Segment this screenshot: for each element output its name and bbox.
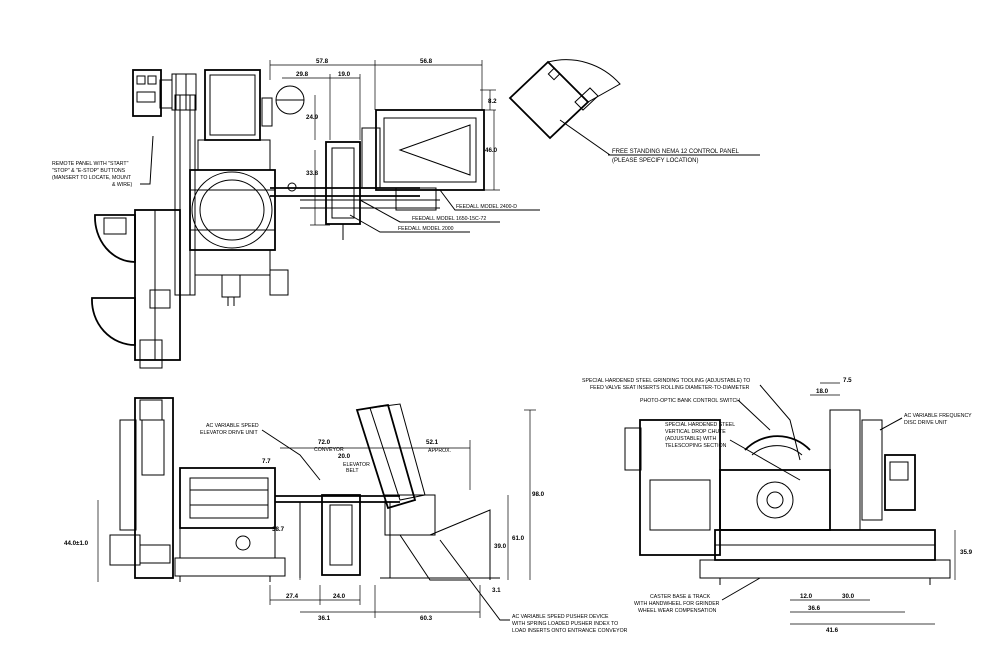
dim-38-7: 38.7 [272, 526, 285, 533]
remote-panel-label-1: REMOTE PANEL WITH "START" [52, 161, 129, 167]
dim-44: 44.0±1.0 [64, 540, 89, 547]
feedall-1650 [325, 127, 381, 240]
dim-24-9: 24.9 [306, 114, 319, 121]
freq-drive-label-1: AC VARIABLE FREQUENCY [904, 413, 972, 419]
end-machine [624, 409, 951, 585]
dim-56-8: 56.8 [420, 58, 433, 65]
dim-24-0: 24.0 [333, 593, 346, 600]
dim-52-1: 52.1 [426, 439, 439, 446]
ac-drive-label-1: AC VARIABLE SPEED [206, 423, 259, 429]
feedall-2400-label: FEEDALL MODEL 2400-D [456, 204, 517, 210]
conveyor-label: CONVEYOR [314, 447, 344, 453]
dim-29-8: 29.8 [296, 71, 309, 78]
elevator-belt-label-2: BELT [346, 468, 359, 474]
elevator-belt-label-1: ELEVATOR [343, 462, 370, 468]
feedall-1650-label: FEEDALL MODEL 1650-15C-72 [412, 216, 486, 222]
control-panel-label-2: (PLEASE SPECIFY LOCATION) [612, 158, 698, 164]
left-bowls [91, 209, 181, 369]
plan-conveyor [270, 182, 440, 209]
dim-46-0: 46.0 [485, 147, 498, 154]
remote-panel-label-4: & WIRE) [112, 182, 132, 188]
ac-drive-label-2: ELEVATOR DRIVE UNIT [200, 430, 258, 436]
side-labels: AC VARIABLE SPEED ELEVATOR DRIVE UNIT CO… [200, 423, 628, 634]
dim-98-0: 98.0 [532, 491, 545, 498]
dim-20-0: 20.0 [338, 453, 351, 460]
tooling-label-2: FEED VALVE SEAT INSERTS ROLLING DIAMETER… [590, 385, 750, 391]
plan-labels: REMOTE PANEL WITH "START" "STOP" & "E-ST… [52, 135, 760, 233]
chute-label-1: SPECIAL HARDENED STEEL [665, 422, 735, 428]
dim-57-8: 57.8 [316, 58, 329, 65]
control-panel-label-1: FREE STANDING NEMA 12 CONTROL PANEL [612, 149, 740, 155]
dim-33-8: 33.8 [306, 170, 319, 177]
approx-label: APPROX. [428, 448, 451, 454]
pusher-label-2: WITH SPRING LOADED PUSHER INDEX TO [512, 621, 618, 627]
caster-label-1: CASTER BASE & TRACK [650, 594, 711, 600]
dim-18-0: 18.0 [816, 388, 829, 395]
dim-39-0: 39.0 [494, 543, 507, 550]
dim-27-4: 27.4 [286, 593, 299, 600]
dim-7-5: 7.5 [843, 377, 852, 384]
remote-panel-label-2: "STOP" & "E-STOP" BUTTONS [52, 168, 126, 174]
plan-view: 57.8 56.8 29.8 19.0 8.2 46.0 24.9 33.8 R [52, 58, 760, 369]
dim-36-1: 36.1 [318, 615, 331, 622]
chute-label-3: (ADJUSTABLE) WITH [665, 436, 716, 442]
dim-72-0: 72.0 [318, 439, 331, 446]
chute-label-4: TELESCOPING SECTION [665, 443, 727, 449]
remote-panel-label-3: (MANSERT TO LOCATE, MOUNT [52, 175, 132, 181]
remote-panel-unit [132, 69, 197, 117]
feedall-2000-label: FEEDALL MODEL 2000 [398, 226, 454, 232]
dim-35-9: 35.9 [960, 549, 973, 556]
pusher-label-3: LOAD INSERTS ONTO ENTRANCE CONVEYOR [512, 628, 628, 634]
dim-3-1: 3.1 [492, 587, 501, 594]
end-dimensions: 7.5 18.0 35.9 12.0 30.0 36.6 41.6 [790, 377, 973, 634]
dim-12-0: 12.0 [800, 593, 813, 600]
switch-label: PHOTO-OPTIC BANK CONTROL SWITCH [640, 398, 740, 404]
plan-dimensions: 57.8 56.8 29.8 19.0 8.2 46.0 24.9 33.8 [269, 58, 500, 226]
caster-label-3: WHEEL WEAR COMPENSATION [638, 608, 717, 614]
dim-41-6: 41.6 [826, 627, 839, 634]
dim-61-0: 61.0 [512, 535, 525, 542]
feedall-2400 [375, 109, 485, 211]
tooling-label-1: SPECIAL HARDENED STEEL GRINDING TOOLING … [582, 378, 750, 384]
side-elevator [355, 403, 500, 581]
control-panel [508, 59, 621, 156]
dim-60-3: 60.3 [420, 615, 433, 622]
pusher-label-1: AC VARIABLE SPEED PUSHER DEVICE [512, 614, 609, 620]
dim-19-0: 19.0 [338, 71, 351, 78]
end-view: 7.5 18.0 35.9 12.0 30.0 36.6 41.6 SPECIA… [582, 377, 973, 634]
dim-36-6: 36.6 [808, 605, 821, 612]
side-dimensions: 72.0 20.0 7.7 52.1 98.0 61.0 39.0 38.7 4… [64, 409, 545, 622]
side-conveyor [275, 494, 400, 578]
freq-drive-label-2: DISC DRIVE UNIT [904, 420, 948, 426]
end-labels: SPECIAL HARDENED STEEL GRINDING TOOLING … [582, 378, 972, 614]
caster-label-2: WITH HANDWHEEL FOR GRINDER [634, 601, 720, 607]
dim-7-7: 7.7 [262, 458, 271, 465]
chute-label-2: VERTICAL DROP CHUTE [665, 429, 726, 435]
side-machine [109, 397, 286, 582]
dim-8-2: 8.2 [488, 98, 497, 105]
side-view: 72.0 20.0 7.7 52.1 98.0 61.0 39.0 38.7 4… [64, 397, 628, 634]
dim-30-0: 30.0 [842, 593, 855, 600]
